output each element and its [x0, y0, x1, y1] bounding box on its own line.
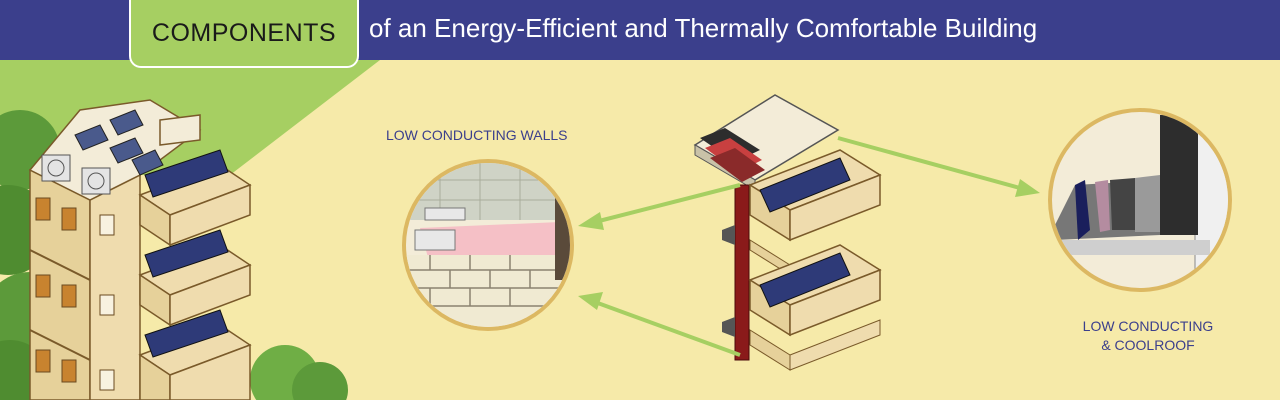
label-roof-line2: & COOLROOF: [1101, 337, 1195, 353]
components-badge-text: COMPONENTS: [151, 18, 337, 47]
page-title: of an Energy-Efficient and Thermally Com…: [369, 13, 1038, 43]
left-building: [28, 99, 252, 400]
building-section: [693, 94, 882, 371]
components-badge: COMPONENTS: [129, 0, 359, 68]
walls-detail-circle: [402, 159, 574, 331]
roof-detail-circle: [1048, 108, 1232, 292]
label-low-conducting-coolroof: LOW CONDUCTING & COOLROOF: [1068, 317, 1228, 355]
label-low-conducting-walls: LOW CONDUCTING WALLS: [386, 127, 568, 143]
label-roof-line1: LOW CONDUCTING: [1082, 318, 1214, 334]
arrows: [578, 136, 1040, 357]
